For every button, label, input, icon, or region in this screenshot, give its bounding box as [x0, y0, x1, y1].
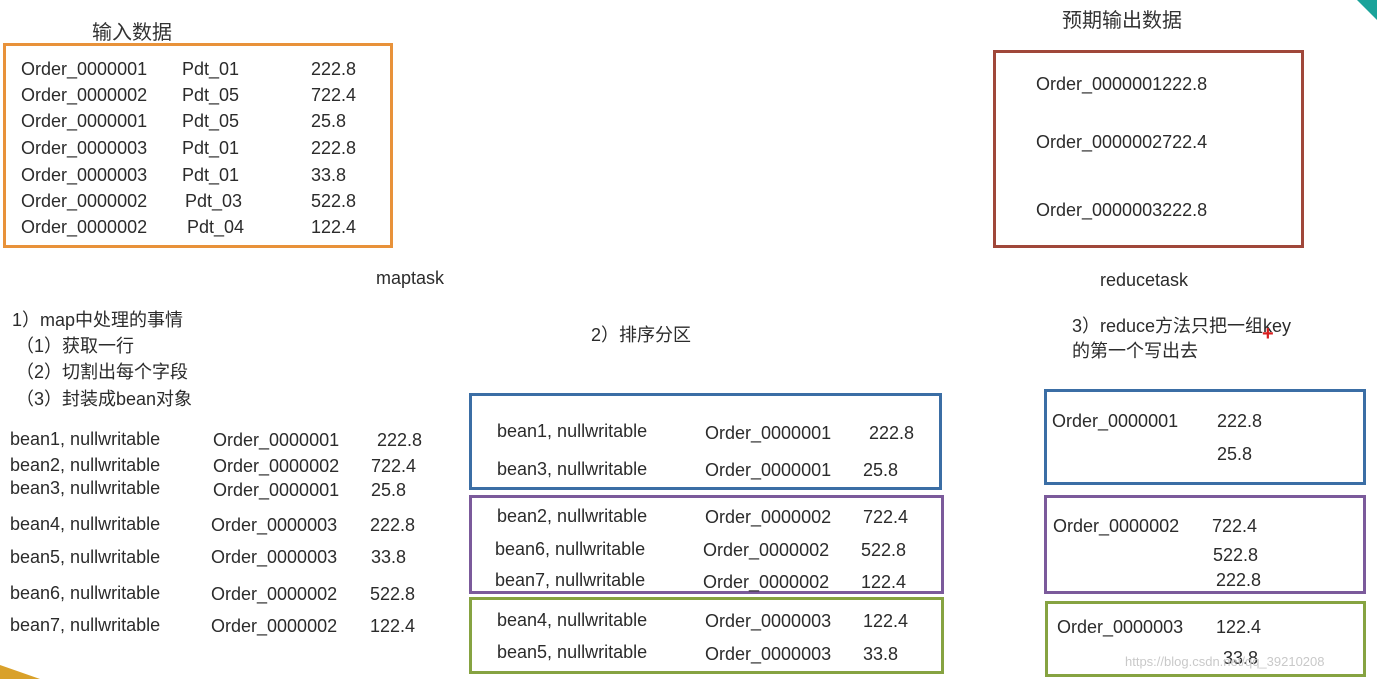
reduce-group-2: Order_0000002 722.4 522.8 222.8 [1044, 495, 1366, 594]
map-bean-7-order: Order_0000002 [211, 616, 338, 636]
input-row-5-order: Order_0000003 [21, 165, 148, 185]
map-step-1: 1）map中处理的事情 [12, 310, 184, 330]
map-bean-3: bean3, nullwritable [10, 478, 161, 498]
reduce-group3-order: Order_0000003 [1057, 617, 1184, 637]
watermark: https://blog.csdn.net/qq_39210208 [1125, 654, 1325, 669]
input-row-6-pdt: Pdt_03 [185, 191, 243, 211]
input-row-7-pdt: Pdt_04 [187, 217, 245, 237]
group2-bean-1: bean2, nullwritable [497, 506, 648, 526]
group2-bean-2: bean6, nullwritable [495, 539, 646, 559]
reducetask-label: reducetask [1100, 270, 1189, 290]
input-row-6-order: Order_0000002 [21, 191, 148, 211]
plus-icon: + [1262, 323, 1274, 345]
group1-bean-2-order: Order_0000001 [705, 460, 832, 480]
partition-group-3: bean4, nullwritable Order_0000003 122.4 … [469, 597, 944, 674]
group2-bean-3: bean7, nullwritable [495, 570, 646, 590]
group1-bean-2-amount: 25.8 [863, 460, 899, 480]
reduce-group-3: Order_0000003 122.4 33.8 [1045, 601, 1366, 677]
reduce-group1-value-2: 25.8 [1217, 444, 1253, 464]
map-bean-4-amount: 222.8 [370, 515, 416, 535]
group3-bean-1-order: Order_0000003 [705, 611, 832, 631]
map-bean-5-order: Order_0000003 [211, 547, 338, 567]
reduce-group2-order: Order_0000002 [1053, 516, 1180, 536]
map-step-4: （3）封装成bean对象 [16, 389, 193, 409]
partition-group-1: bean1, nullwritable Order_0000001 222.8 … [469, 393, 942, 490]
map-bean-5-amount: 33.8 [371, 547, 407, 567]
map-bean-3-amount: 25.8 [371, 480, 407, 500]
expected-output-box: Order_0000001222.8 Order_0000002722.4 Or… [993, 50, 1304, 248]
map-bean-2: bean2, nullwritable [10, 455, 161, 475]
group3-bean-1: bean4, nullwritable [497, 610, 648, 630]
map-bean-6-amount: 522.8 [370, 584, 416, 604]
map-bean-7-amount: 122.4 [370, 616, 416, 636]
reduce-desc-line-2: 的第一个写出去 [1072, 341, 1198, 361]
input-row-2-pdt: Pdt_05 [182, 85, 240, 105]
input-row-7-order: Order_0000002 [21, 217, 148, 237]
group2-bean-3-order: Order_0000002 [703, 572, 830, 592]
map-bean-6: bean6, nullwritable [10, 583, 161, 603]
group2-bean-1-order: Order_0000002 [705, 507, 832, 527]
input-row-4-order: Order_0000003 [21, 138, 148, 158]
input-row-2-order: Order_0000002 [21, 85, 148, 105]
map-bean-5: bean5, nullwritable [10, 547, 161, 567]
expected-row-1: Order_0000001222.8 [1036, 74, 1208, 94]
partition-group-2: bean2, nullwritable Order_0000002 722.4 … [469, 495, 944, 594]
map-bean-2-order: Order_0000002 [213, 456, 340, 476]
input-row-7-amount: 122.4 [311, 217, 357, 237]
input-row-1-order: Order_0000001 [21, 59, 148, 79]
input-data-title: 输入数据 [92, 22, 172, 44]
reduce-group2-value-3: 222.8 [1216, 570, 1262, 590]
reduce-desc-line-1: 3）reduce方法只把一组key [1072, 316, 1292, 336]
input-row-6-amount: 522.8 [311, 191, 357, 211]
expected-output-title: 预期输出数据 [1062, 10, 1182, 32]
group2-bean-2-amount: 522.8 [861, 540, 907, 560]
group2-bean-2-order: Order_0000002 [703, 540, 830, 560]
reduce-group2-value-2: 522.8 [1213, 545, 1259, 565]
reduce-group-1: Order_0000001 222.8 25.8 [1044, 389, 1366, 485]
reduce-group1-value-1: 222.8 [1217, 411, 1263, 431]
reduce-group2-value-1: 722.4 [1212, 516, 1258, 536]
group1-bean-1-amount: 222.8 [869, 423, 915, 443]
group1-bean-2: bean3, nullwritable [497, 459, 648, 479]
input-row-3-pdt: Pdt_05 [182, 111, 240, 131]
corner-decoration-bottom-left [0, 665, 40, 679]
expected-row-2: Order_0000002722.4 [1036, 132, 1208, 152]
group3-bean-2-amount: 33.8 [863, 644, 899, 664]
group1-bean-1-order: Order_0000001 [705, 423, 832, 443]
group1-bean-1: bean1, nullwritable [497, 421, 648, 441]
maptask-label: maptask [376, 268, 445, 288]
map-bean-4-order: Order_0000003 [211, 515, 338, 535]
map-bean-1-order: Order_0000001 [213, 430, 340, 450]
input-row-1-pdt: Pdt_01 [182, 59, 240, 79]
input-row-4-amount: 222.8 [311, 138, 357, 158]
map-bean-1-amount: 222.8 [377, 430, 423, 450]
input-row-5-amount: 33.8 [311, 165, 347, 185]
map-bean-6-order: Order_0000002 [211, 584, 338, 604]
group3-bean-1-amount: 122.4 [863, 611, 909, 631]
map-bean-7: bean7, nullwritable [10, 615, 161, 635]
reduce-group1-order: Order_0000001 [1052, 411, 1179, 431]
reduce-group3-value-1: 122.4 [1216, 617, 1262, 637]
map-bean-2-amount: 722.4 [371, 456, 417, 476]
group3-bean-2-order: Order_0000003 [705, 644, 832, 664]
map-bean-4: bean4, nullwritable [10, 514, 161, 534]
input-row-1-amount: 222.8 [311, 59, 357, 79]
input-row-5-pdt: Pdt_01 [182, 165, 240, 185]
group2-bean-3-amount: 122.4 [861, 572, 907, 592]
input-row-2-amount: 722.4 [311, 85, 357, 105]
group2-bean-1-amount: 722.4 [863, 507, 909, 527]
map-step-3: （2）切割出每个字段 [16, 362, 189, 382]
input-row-3-amount: 25.8 [311, 111, 347, 131]
map-step-2: （1）获取一行 [16, 336, 135, 356]
map-bean-1: bean1, nullwritable [10, 429, 161, 449]
corner-decoration-top-right [1357, 0, 1377, 20]
expected-row-3: Order_0000003222.8 [1036, 200, 1208, 220]
reduce-group3-value-2: 33.8 [1223, 648, 1259, 668]
input-row-4-pdt: Pdt_01 [182, 138, 240, 158]
input-row-3-order: Order_0000001 [21, 111, 148, 131]
map-bean-3-order: Order_0000001 [213, 480, 340, 500]
group3-bean-2: bean5, nullwritable [497, 642, 648, 662]
sort-partition-label: 2）排序分区 [591, 325, 692, 345]
input-data-box: Order_0000001 Pdt_01 222.8 Order_0000002… [3, 43, 393, 248]
